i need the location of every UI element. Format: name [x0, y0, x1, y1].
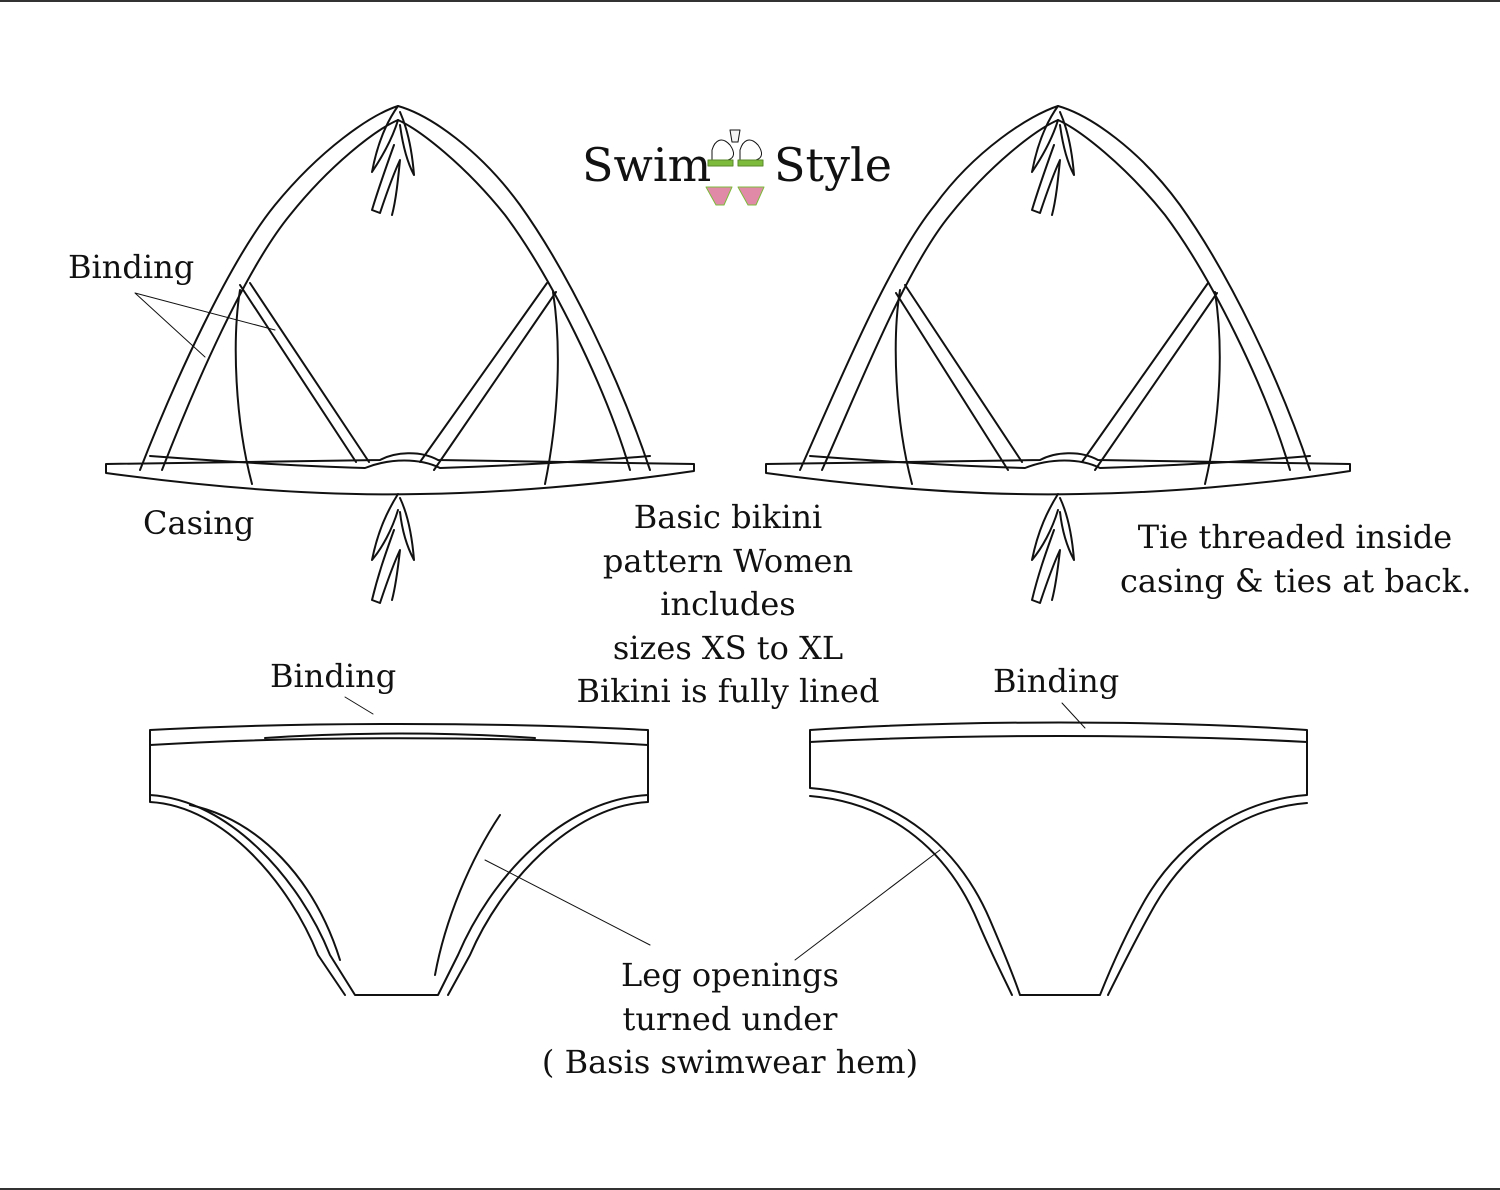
bottom-back-left-leg-binding: [809, 795, 1013, 996]
top-front-casing: [105, 452, 695, 496]
bottom-front-left-leg-turn: [189, 804, 341, 961]
top-front-left-cup-seam: [234, 289, 253, 485]
top-back-left-cup-binding: [895, 284, 1023, 471]
bottom-back-waist-band: [809, 721, 1308, 743]
top-front-left-cup-binding: [239, 282, 370, 463]
tie-note-line: casing & ties at back.: [1120, 561, 1472, 600]
top-back-right-cup-binding: [1081, 282, 1218, 471]
top-back-casing: [765, 452, 1351, 496]
top-back-left-cup-seam: [894, 289, 913, 485]
bottom-front-waist-inner: [264, 732, 536, 739]
bottom-back-binding-label: Binding: [993, 662, 1120, 700]
center-line: pattern Women: [602, 541, 854, 580]
top-front-casing-label: Casing: [143, 504, 255, 542]
bikini-icon: [705, 129, 765, 206]
top-back-casing-inner: [809, 455, 1311, 469]
bikini-top-back: [765, 105, 1351, 604]
center-line: Basic bikini: [633, 498, 823, 536]
leg-note-line: Leg openings: [621, 956, 839, 994]
top-front-casing-inner: [149, 455, 651, 469]
logo-left-word: Swim: [582, 138, 712, 192]
tie-note: Tie threaded inside casing & ties at bac…: [1120, 516, 1472, 603]
leg-note-line: turned under: [622, 999, 838, 1038]
bottom-back-binding-leader: [1061, 702, 1086, 729]
bikini-bottom-back: [809, 702, 1308, 996]
center-line: includes: [660, 585, 796, 624]
leg-openings-leader-right: [794, 849, 941, 961]
top-back-right-cup-seam: [1204, 291, 1221, 485]
top-front-right-cup-seam: [544, 291, 559, 485]
top-front-center-tie: [371, 493, 415, 604]
leg-note-line: ( Basis swimwear hem): [541, 1043, 919, 1082]
bikini-bottom-front: [149, 696, 649, 996]
center-line: Bikini is fully lined: [576, 672, 880, 711]
leg-openings-note: Leg openings turned under ( Basis swimwe…: [540, 954, 920, 1085]
top-back-inner-binding: [821, 119, 1291, 471]
bottom-back-right-leg-binding: [1107, 802, 1308, 996]
logo-right-word: Style: [774, 138, 892, 192]
top-front-outer-binding: [139, 105, 651, 471]
center-description: Basic bikini pattern Women includes size…: [568, 496, 888, 714]
top-front-binding-leader: [134, 292, 276, 358]
bottom-front-binding-leader: [344, 696, 374, 715]
top-front-neck-tie: [371, 105, 415, 216]
bottom-front-left-leg-binding: [149, 794, 346, 996]
bottom-front-binding-label: Binding: [270, 657, 397, 695]
bottom-front-right-leg-binding: [447, 794, 649, 996]
bikini-top-front: [105, 105, 695, 604]
bottom-front-right-leg-turn: [434, 814, 501, 976]
top-back-center-tie: [1031, 493, 1075, 604]
top-front-right-cup-binding: [419, 282, 557, 471]
top-back-neck-tie: [1031, 105, 1075, 216]
top-front-binding-label: Binding: [68, 248, 195, 286]
tie-note-line: Tie threaded inside: [1137, 518, 1453, 556]
bottom-front-outline: [149, 744, 649, 996]
bottom-back-outline: [809, 741, 1308, 996]
leg-openings-leader-left: [484, 859, 651, 946]
center-line: sizes XS to XL: [612, 628, 844, 667]
top-front-inner-binding: [161, 119, 631, 471]
